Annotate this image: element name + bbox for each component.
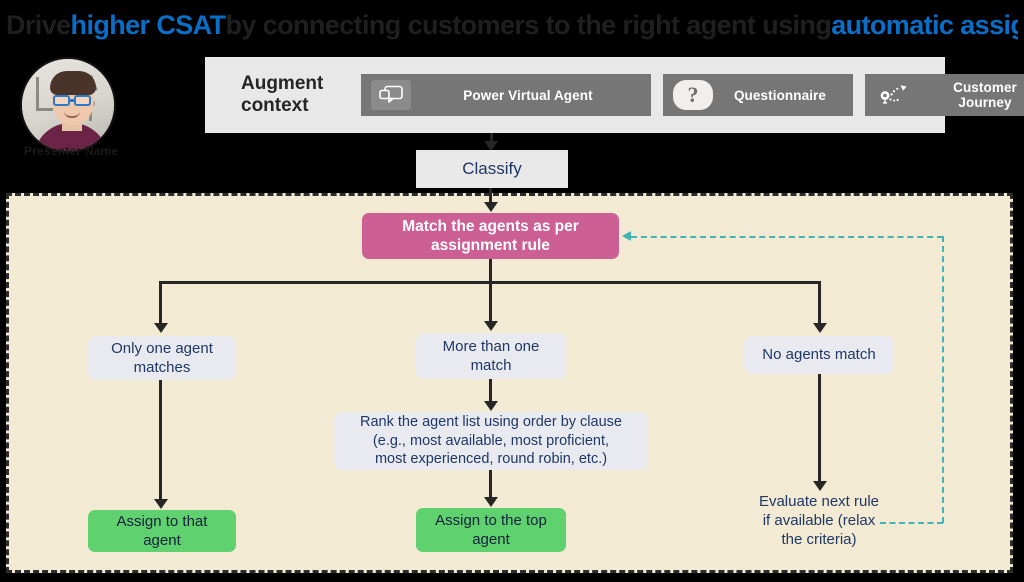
arrowhead-right-to-evaluate: [812, 481, 827, 491]
feedback-loop-bottom: [880, 522, 943, 524]
connector-center-to-rank: [489, 379, 492, 403]
avatar-wall-decor-icon-2: [36, 108, 53, 111]
node-match-line1: Match the agents as per: [402, 217, 579, 235]
connector-branch-right: [818, 281, 821, 325]
node-match-assignment-rule[interactable]: Match the agents as per assignment rule: [362, 213, 619, 259]
presenter-avatar-wrap: [20, 57, 116, 153]
arrowhead-left-to-assign: [153, 499, 168, 509]
title-segment-2: higher CSAT: [70, 9, 227, 40]
node-more-than-line1: More than one: [442, 337, 540, 355]
node-more-than-line2: match: [470, 357, 512, 374]
node-assign-that-line1: Assign to that: [116, 512, 208, 530]
avatar: [20, 57, 116, 153]
connector-classify-to-match: [489, 188, 492, 204]
node-assign-top-line1: Assign to the top: [435, 511, 547, 529]
arrowhead-branch-right: [812, 323, 827, 333]
node-evaluate-next-rule: Evaluate next rule if available (relax t…: [740, 492, 898, 550]
avatar-smile: [64, 111, 80, 118]
connector-right-to-evaluate: [818, 374, 821, 484]
node-rank-line1: Rank the agent list using order by claus…: [360, 413, 622, 430]
chip-label-customer-journey: Customer Journey: [953, 80, 1017, 110]
augment-context-label: Augment context: [241, 73, 349, 117]
connector-match-down: [489, 259, 492, 283]
node-classify[interactable]: Classify: [416, 150, 568, 188]
chip-label-power-virtual-agent: Power Virtual Agent: [463, 87, 593, 103]
avatar-hair: [50, 71, 96, 95]
avatar-wall-decor-icon: [36, 77, 39, 111]
node-evaluate-line1: Evaluate next rule: [758, 493, 880, 510]
arrowhead-strip-to-classify: [484, 141, 498, 151]
node-rank-line3: most experienced, round robin, etc.): [374, 451, 608, 468]
connector-strip-to-classify: [490, 133, 493, 144]
arrowhead-branch-left: [153, 323, 168, 333]
connector-left-to-assign: [159, 380, 162, 502]
question-mark-icon: ?: [673, 80, 713, 110]
node-only-one-line1: Only one agent: [111, 339, 213, 357]
avatar-glasses-bridge: [69, 99, 75, 102]
chip-label-questionnaire: Questionnaire: [733, 87, 827, 103]
chip-power-virtual-agent[interactable]: Power Virtual Agent: [361, 74, 651, 116]
arrowhead-center-to-rank: [483, 401, 498, 411]
node-only-one-agent-matches[interactable]: Only one agent matches: [88, 336, 236, 380]
node-classify-label: Classify: [462, 159, 522, 178]
feedback-loop-arrowhead: [622, 230, 631, 241]
feedback-loop-right: [942, 236, 944, 523]
node-assign-that-line2: agent: [143, 532, 181, 549]
avatar-wall-decor-icon-6: [89, 109, 92, 121]
node-match-line2: assignment rule: [431, 237, 550, 254]
avatar-glasses-right: [74, 95, 91, 106]
augment-context-label-line1: Augment: [241, 73, 324, 95]
arrowhead-rank-to-assign: [483, 497, 498, 507]
node-evaluate-line3: the criteria): [781, 531, 857, 549]
chip-customer-journey[interactable]: Customer Journey: [865, 74, 1024, 116]
node-evaluate-line2: if available (relax: [762, 512, 876, 530]
node-assign-to-the-top-agent[interactable]: Assign to the top agent: [416, 508, 566, 552]
node-rank-agent-list[interactable]: Rank the agent list using order by claus…: [334, 412, 648, 470]
connector-rank-to-assign: [489, 470, 492, 500]
title-segment-1: Drive: [6, 9, 71, 40]
node-no-agents-match[interactable]: No agents match: [744, 336, 894, 374]
feedback-loop-top: [631, 236, 943, 238]
title-segment-4: automatic assignment.: [831, 9, 1018, 40]
journey-path-icon: [875, 80, 915, 110]
node-no-agents-label: No agents match: [762, 346, 876, 364]
chip-questionnaire[interactable]: ? Questionnaire: [663, 74, 853, 116]
chat-bot-icon: [371, 80, 411, 110]
slide-title: Drive higher CSAT by connecting customer…: [6, 8, 1018, 42]
node-more-than-one-match[interactable]: More than one match: [416, 333, 566, 379]
node-rank-line2: (e.g., most available, most proficient,: [372, 432, 610, 449]
connector-branch-left: [159, 281, 162, 325]
connector-branch-center: [489, 281, 492, 323]
presenter-name: Presenter Name: [24, 144, 119, 158]
arrowhead-classify-to-match: [483, 202, 498, 212]
avatar-glasses-left: [53, 95, 70, 106]
node-only-one-line2: matches: [133, 359, 191, 376]
augment-context-strip: Augment context Power Virtual Agent ? Qu…: [205, 57, 1024, 133]
augment-context-label-line2: context: [241, 95, 309, 116]
title-segment-3: by connecting customers to the right age…: [225, 9, 832, 40]
node-assign-top-line2: agent: [472, 531, 510, 548]
node-assign-to-that-agent[interactable]: Assign to that agent: [88, 510, 236, 552]
arrowhead-branch-center: [483, 321, 498, 331]
